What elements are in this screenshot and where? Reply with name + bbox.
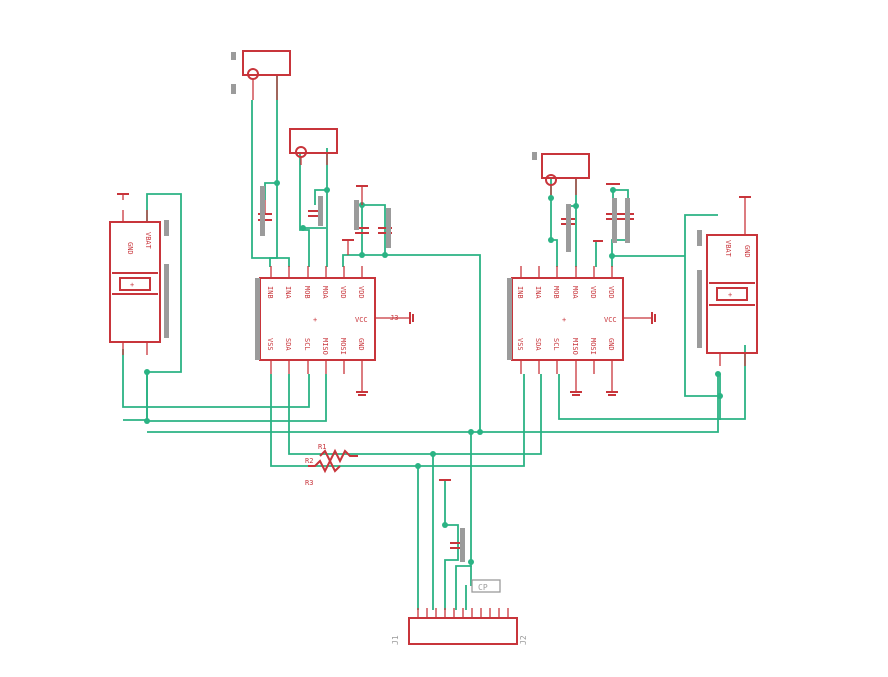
- left-ic[interactable]: + INB INA MOB MOA VDD VDD VSS SDA SCL MI…: [255, 266, 410, 374]
- left-battery-gnd-label: GND: [126, 242, 134, 255]
- right-ic-pin-label: MISO: [571, 338, 579, 355]
- right-ic-pin-label: VDD: [589, 286, 597, 299]
- left-ic-pin-label: VSS: [266, 338, 274, 351]
- left-ic-pin-label: SCL: [303, 338, 311, 351]
- right-capacitors[interactable]: [561, 183, 634, 252]
- left-ic-pin-label: MOSI: [339, 338, 347, 355]
- right-ic[interactable]: + INB INA MOB MOA VDD VDD VSS SDA SCL MI…: [507, 266, 652, 374]
- left-ic-pin-label: SDA: [284, 338, 292, 351]
- right-ic-pin-label: INA: [534, 286, 542, 299]
- jumper-text: J3: [390, 314, 398, 322]
- left-battery-vbat-label: VBAT: [144, 232, 152, 250]
- resistor-network[interactable]: R1 R2 R3: [305, 443, 358, 487]
- bottom-connector[interactable]: J1 J2: [391, 608, 528, 645]
- left-capacitors[interactable]: [258, 185, 392, 255]
- ic-center-mark: +: [562, 316, 566, 324]
- battery-plus-mark: +: [728, 291, 732, 299]
- left-ic-pin-label: MISO: [321, 338, 329, 355]
- right-battery-vbat-label: VBAT: [724, 240, 732, 258]
- connector-left-label: J1: [391, 635, 400, 645]
- second-left-switch[interactable]: [289, 128, 338, 165]
- wire-junctions: [144, 180, 723, 565]
- right-ic-pin-label: VDD: [607, 286, 615, 299]
- battery-plus-mark: +: [130, 281, 134, 289]
- right-ic-vcc-label: VCC: [604, 316, 617, 324]
- left-ic-bottom-pins: [270, 360, 363, 374]
- left-ic-top-pins: [270, 266, 363, 278]
- jumper-label: CP: [478, 583, 488, 592]
- right-ic-pin-label: INB: [516, 286, 524, 299]
- top-left-switch[interactable]: [231, 50, 291, 100]
- center-capacitor[interactable]: [450, 528, 465, 562]
- resistor-label: R3: [305, 479, 313, 487]
- left-ic-pin-label: INB: [266, 286, 274, 299]
- right-ic-pin-label: MOA: [571, 286, 579, 299]
- right-ic-top-pins: [520, 266, 613, 278]
- left-ic-pin-label: MOA: [321, 286, 329, 299]
- right-battery[interactable]: + VBAT GND: [697, 196, 758, 366]
- left-ic-pin-label: VDD: [339, 286, 347, 299]
- right-switch[interactable]: [532, 152, 590, 195]
- connector-right-label: J2: [519, 635, 528, 645]
- right-ic-pin-label: GND: [607, 338, 615, 351]
- right-battery-gnd-label: GND: [743, 245, 751, 258]
- resistor-label: R1: [318, 443, 326, 451]
- jumper[interactable]: CP: [471, 579, 501, 593]
- left-ic-pin-label: GND: [357, 338, 365, 351]
- resistor-label: R2: [305, 457, 313, 465]
- right-ic-bottom-pins: [520, 360, 613, 374]
- right-ic-pin-label: MOSI: [589, 338, 597, 355]
- ic-center-mark: +: [313, 316, 317, 324]
- wire-net: [122, 75, 746, 610]
- left-ic-vcc-label: VCC: [355, 316, 368, 324]
- connector-pins: [417, 608, 509, 618]
- ground-symbols: [356, 312, 656, 481]
- right-ic-pin-label: VSS: [516, 338, 524, 351]
- right-ic-pin-label: SDA: [534, 338, 542, 351]
- right-ic-pin-label: SCL: [552, 338, 560, 351]
- right-ic-pin-label: MOB: [552, 286, 560, 299]
- left-ic-pin-label: MOB: [303, 286, 311, 299]
- left-ic-pin-label: INA: [284, 286, 292, 299]
- left-battery[interactable]: + GND VBAT: [109, 193, 169, 355]
- left-ic-pin-label: VDD: [357, 286, 365, 299]
